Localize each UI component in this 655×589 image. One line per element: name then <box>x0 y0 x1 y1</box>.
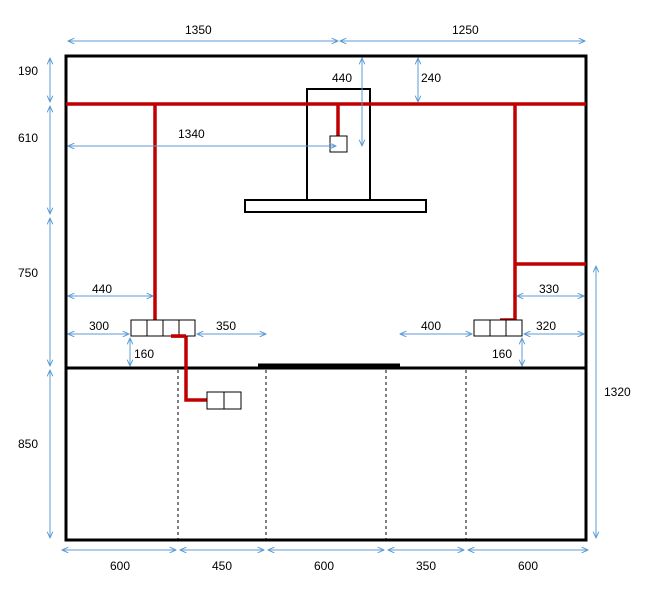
label-1340: 1340 <box>178 127 205 141</box>
socket-outlet-icon <box>206 391 225 410</box>
socket-outlet-icon <box>162 319 180 337</box>
label-bottom-2: 450 <box>212 559 232 573</box>
label-top-right: 1250 <box>452 23 479 37</box>
socket-outlet-icon <box>146 319 164 337</box>
label-1320: 1320 <box>604 385 631 399</box>
label-750: 750 <box>18 266 38 280</box>
label-300: 300 <box>89 319 109 333</box>
label-850: 850 <box>18 437 38 451</box>
label-160-left: 160 <box>134 347 154 361</box>
label-400: 400 <box>421 319 441 333</box>
label-320: 320 <box>536 319 556 333</box>
socket-outlet-icon <box>178 319 196 337</box>
socket-outlet-icon <box>223 391 242 410</box>
label-top-left: 1350 <box>185 23 212 37</box>
label-330: 330 <box>539 282 559 296</box>
label-bottom-5: 600 <box>518 559 538 573</box>
hood-canopy <box>244 199 427 213</box>
label-240: 240 <box>421 71 441 85</box>
label-190: 190 <box>18 64 38 78</box>
label-bottom-1: 600 <box>110 559 130 573</box>
label-bottom-4: 350 <box>416 559 436 573</box>
label-350-left: 350 <box>216 319 236 333</box>
wall-outline <box>64 54 588 542</box>
label-hood-width: 440 <box>332 71 352 85</box>
socket-outlet-icon <box>473 319 491 337</box>
right-drop-wire <box>500 104 517 322</box>
socket-outlet-icon <box>505 319 523 337</box>
hood-socket-icon <box>329 135 348 153</box>
label-610: 610 <box>18 131 38 145</box>
socket-outlet-icon <box>489 319 507 337</box>
label-160-right: 160 <box>492 347 512 361</box>
label-440-left: 440 <box>92 282 112 296</box>
label-bottom-3: 600 <box>314 559 334 573</box>
socket-outlet-icon <box>130 319 148 337</box>
